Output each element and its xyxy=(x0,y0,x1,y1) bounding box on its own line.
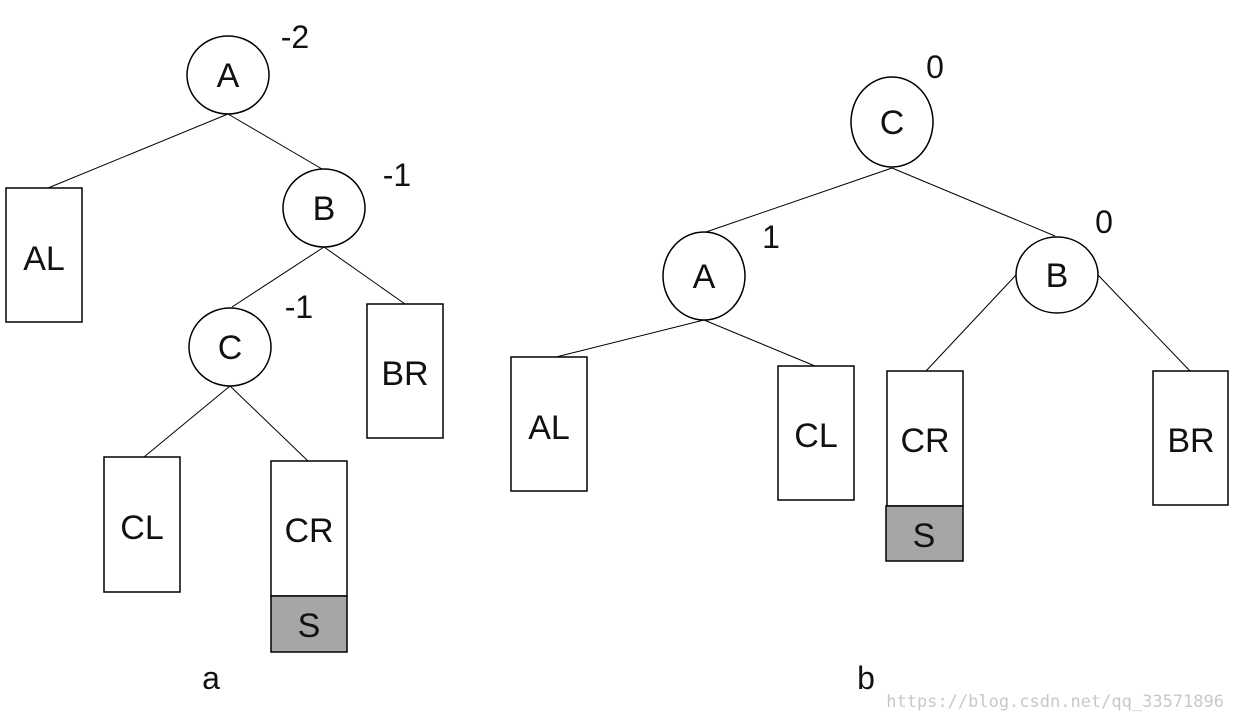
node-b-C: C xyxy=(850,76,934,168)
bf-b-B: 0 xyxy=(1095,204,1113,240)
node-b-B: B xyxy=(1015,236,1099,314)
subtree-a-S: S xyxy=(270,595,348,653)
edge-b-C-B xyxy=(891,167,1056,237)
node-a-A: A xyxy=(186,35,270,115)
subtree-b-CR-label: CR xyxy=(900,422,949,460)
subtree-b-AL-box xyxy=(510,356,588,492)
node-a-C-label: C xyxy=(218,329,243,367)
subtree-b-CL-label: CL xyxy=(794,417,837,455)
edge-a-C-CR xyxy=(229,385,309,462)
subtree-b-AL-label: AL xyxy=(528,409,570,447)
subtree-b-CR: CR xyxy=(886,370,964,507)
bf-a-B: -1 xyxy=(383,157,411,193)
subtree-a-S-box xyxy=(270,595,348,653)
subtree-a-BR: BR xyxy=(366,303,444,439)
node-a-B-circle xyxy=(282,168,366,248)
caption-a: a xyxy=(202,660,220,696)
edge-a-C-CL xyxy=(143,385,231,458)
subtree-a-CR-label: CR xyxy=(284,512,333,550)
node-b-C-circle xyxy=(850,76,934,168)
subtree-b-CL-box xyxy=(777,365,855,501)
node-a-C-circle xyxy=(188,307,272,387)
subtree-a-CR: CR xyxy=(270,460,348,597)
subtree-b-BR: BR xyxy=(1152,370,1229,506)
subtree-a-S-label: S xyxy=(298,607,321,645)
subtree-b-S-label: S xyxy=(913,517,936,555)
subtree-a-AL-box xyxy=(5,187,83,323)
node-a-B-label: B xyxy=(313,190,336,228)
subtree-a-BR-label: BR xyxy=(381,355,428,393)
subtree-a-CL-box xyxy=(103,456,181,593)
edge-a-A-AL xyxy=(47,113,229,189)
edge-a-B-C xyxy=(231,246,325,308)
node-b-C-label: C xyxy=(880,104,905,142)
node-a-B: B xyxy=(282,168,366,248)
watermark-text: https://blog.csdn.net/qq_33571896 xyxy=(886,692,1224,712)
edge-b-A-AL xyxy=(555,319,705,358)
subtree-b-CR-box xyxy=(886,370,964,507)
node-a-A-label: A xyxy=(217,57,240,95)
edge-a-A-B xyxy=(227,113,323,170)
node-b-B-label: B xyxy=(1046,257,1069,295)
node-b-A: A xyxy=(662,231,746,321)
edge-b-A-CL xyxy=(703,319,816,367)
node-b-B-circle xyxy=(1015,236,1099,314)
bf-b-A: 1 xyxy=(762,219,780,255)
subtree-a-CL-label: CL xyxy=(120,509,163,547)
node-b-A-label: A xyxy=(693,258,716,296)
subtree-b-S-box xyxy=(885,505,964,562)
subtree-b-AL: AL xyxy=(510,356,588,492)
node-a-A-circle xyxy=(186,35,270,115)
subtree-a-BR-box xyxy=(366,303,444,439)
node-b-A-circle xyxy=(662,231,746,321)
subtree-a-CR-box xyxy=(270,460,348,597)
bf-b-C: 0 xyxy=(926,49,944,85)
subtree-a-AL-label: AL xyxy=(23,240,65,278)
diagram-b: C 0 A 1 B 0 AL CL CR xyxy=(510,49,1229,696)
edge-b-C-A xyxy=(705,167,893,233)
edge-b-B-CR xyxy=(925,274,1017,372)
edge-b-B-BR xyxy=(1097,274,1191,372)
node-a-C: C xyxy=(188,307,272,387)
diagram-a-edges xyxy=(47,113,406,462)
subtree-a-AL: AL xyxy=(5,187,83,323)
bf-a-A: -2 xyxy=(281,19,309,55)
subtree-a-CL: CL xyxy=(103,456,181,593)
bf-a-C: -1 xyxy=(285,289,313,325)
diagram-b-edges xyxy=(555,167,1191,372)
diagram-a: A -2 B -1 C -1 AL BR CL xyxy=(5,19,444,696)
subtree-b-CL: CL xyxy=(777,365,855,501)
subtree-b-BR-box xyxy=(1152,370,1229,506)
edge-a-B-BR xyxy=(323,246,406,305)
subtree-b-S: S xyxy=(885,505,964,562)
caption-b: b xyxy=(857,660,875,696)
subtree-b-BR-label: BR xyxy=(1167,422,1214,460)
